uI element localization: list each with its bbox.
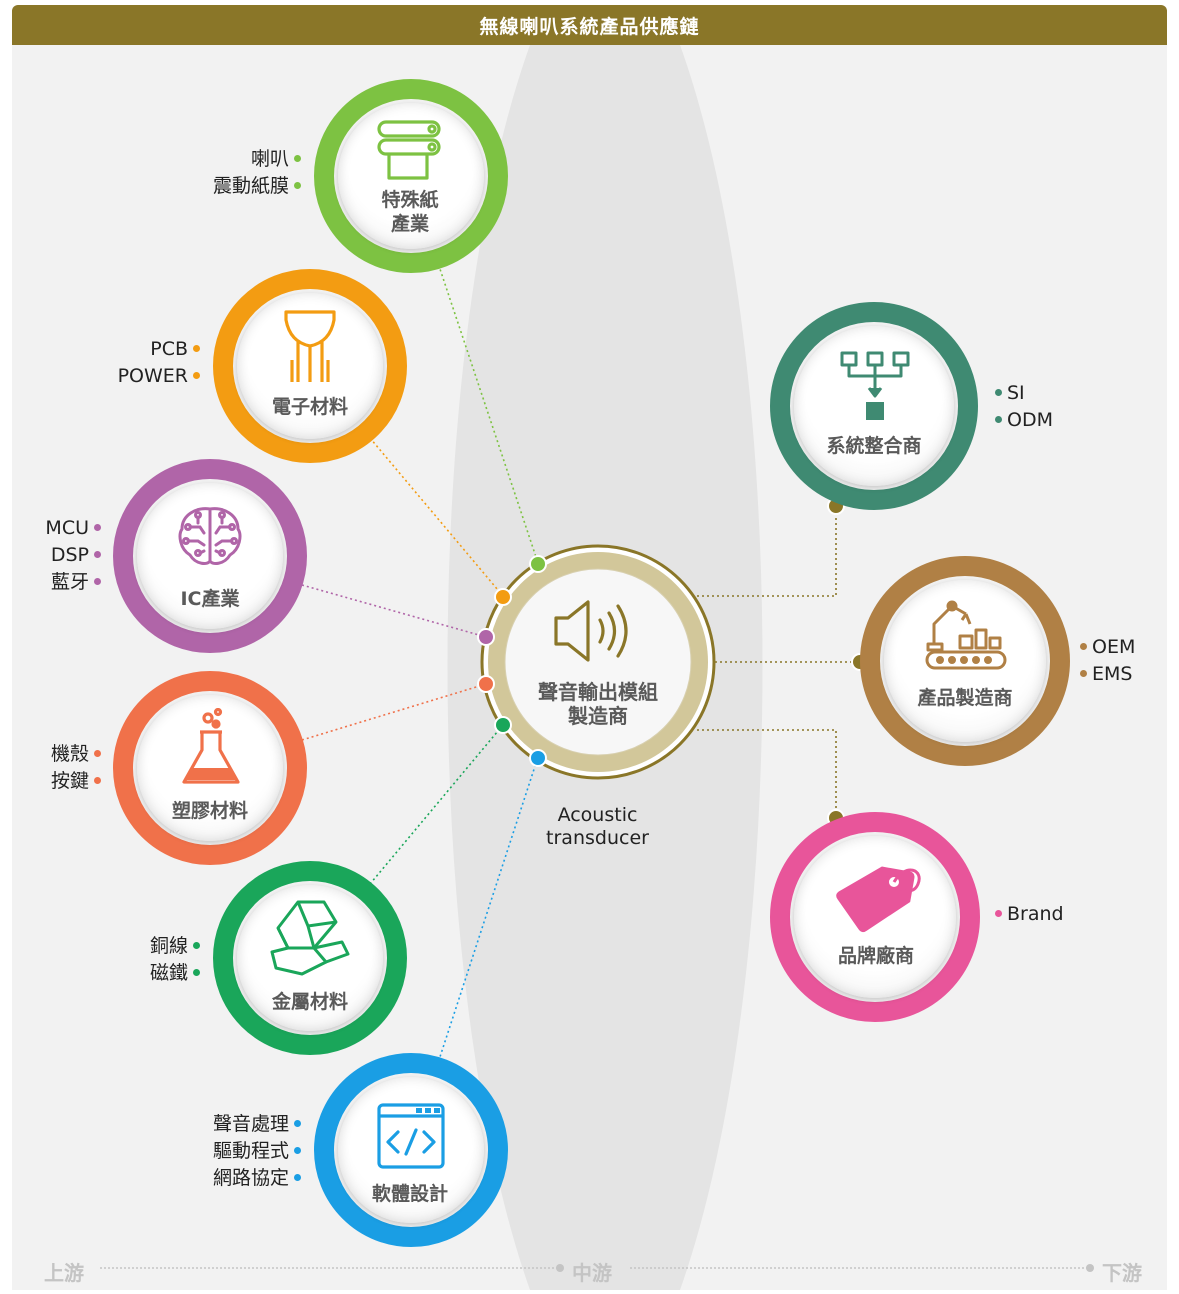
node-ic-items: MCU DSP 藍牙: [0, 515, 106, 596]
list-item: 震動紙膜: [180, 173, 306, 200]
list-item: EMS: [1075, 661, 1175, 688]
node-software-label: 軟體設計: [371, 1183, 448, 1205]
code-window-icon: [377, 1103, 445, 1169]
node-si-label: 系統整合商: [826, 435, 922, 457]
node-mfg-items: OEM EMS: [1075, 634, 1175, 688]
list-item: SI: [990, 380, 1090, 407]
node-metal-disc: [237, 885, 383, 1031]
junction-electronic: [494, 588, 512, 606]
flask-icon: [182, 708, 240, 784]
node-brand-label: 品牌廠商: [837, 945, 914, 967]
list-item: PCB: [60, 336, 205, 363]
connector-paper: [436, 259, 539, 564]
node-software-disc: [338, 1077, 484, 1223]
node-plastic-items: 機殼 按鍵: [0, 741, 106, 795]
upstream-connectors: [301, 259, 539, 1067]
node-paper-label: 特殊紙產業: [381, 189, 439, 235]
list-item: OEM: [1075, 634, 1175, 661]
list-item: POWER: [60, 363, 205, 390]
list-item: 銅線: [80, 933, 205, 960]
circuit-brain-icon: [178, 507, 242, 565]
center-node-label: 聲音輸出模組製造商: [538, 680, 658, 728]
axis-midstream-label: 中游: [572, 1261, 612, 1285]
list-item: 按鍵: [0, 768, 106, 795]
node-metal-label: 金屬材料: [271, 991, 348, 1013]
axis-upstream-label: 上游: [44, 1261, 84, 1285]
paper-roll-icon: [377, 120, 441, 180]
node-mfg-label: 產品製造商: [917, 687, 1013, 709]
junction-paper: [529, 555, 547, 573]
price-tag-icon: [836, 866, 921, 933]
list-item: MCU: [0, 515, 106, 542]
list-item: 驅動程式: [160, 1138, 306, 1165]
downstream-connectors: [697, 507, 860, 818]
node-ic-label: IC產業: [180, 588, 240, 610]
connector-plastic: [301, 683, 487, 741]
list-item: 網路協定: [160, 1165, 306, 1192]
junction-metal: [494, 716, 512, 734]
list-item: 聲音處理: [160, 1111, 306, 1138]
connector-ic: [301, 584, 487, 638]
node-paper-disc: [338, 103, 484, 249]
list-item: 機殼: [0, 741, 106, 768]
node-electronic-label: 電子材料: [271, 396, 348, 418]
center-node: [480, 544, 716, 780]
hierarchy-icon: [840, 351, 910, 420]
page-title: 無線喇叭系統產品供應鏈: [12, 5, 1167, 45]
node-brand-items: Brand: [990, 901, 1100, 928]
axis-downstream-label: 下游: [1102, 1261, 1142, 1285]
junction-dots: [477, 497, 869, 827]
speaker-icon: [554, 600, 628, 662]
connector-brand: [697, 729, 837, 818]
junction-software: [529, 749, 547, 767]
connector-software: [436, 756, 539, 1067]
metal-bars-icon: [270, 900, 350, 976]
list-item: ODM: [990, 407, 1090, 434]
list-item: 喇叭: [180, 146, 306, 173]
robot-arm-conveyor-icon: [925, 600, 1007, 670]
list-item: Brand: [990, 901, 1100, 928]
list-item: DSP: [0, 542, 106, 569]
connector-si: [697, 507, 837, 597]
node-paper-items: 喇叭 震動紙膜: [180, 146, 306, 200]
junction-ic: [477, 628, 495, 646]
axis-line: [100, 1264, 1094, 1272]
capacitor-icon: [284, 310, 336, 382]
node-plastic-label: 塑膠材料: [171, 800, 248, 822]
list-item: 磁鐵: [80, 960, 205, 987]
list-item: 藍牙: [0, 569, 106, 596]
node-si-items: SI ODM: [990, 380, 1090, 434]
node-electronic-items: PCB POWER: [60, 336, 205, 390]
node-metal-items: 銅線 磁鐵: [80, 933, 205, 987]
node-software-items: 聲音處理 驅動程式 網路協定: [160, 1111, 306, 1192]
junction-plastic: [477, 675, 495, 693]
